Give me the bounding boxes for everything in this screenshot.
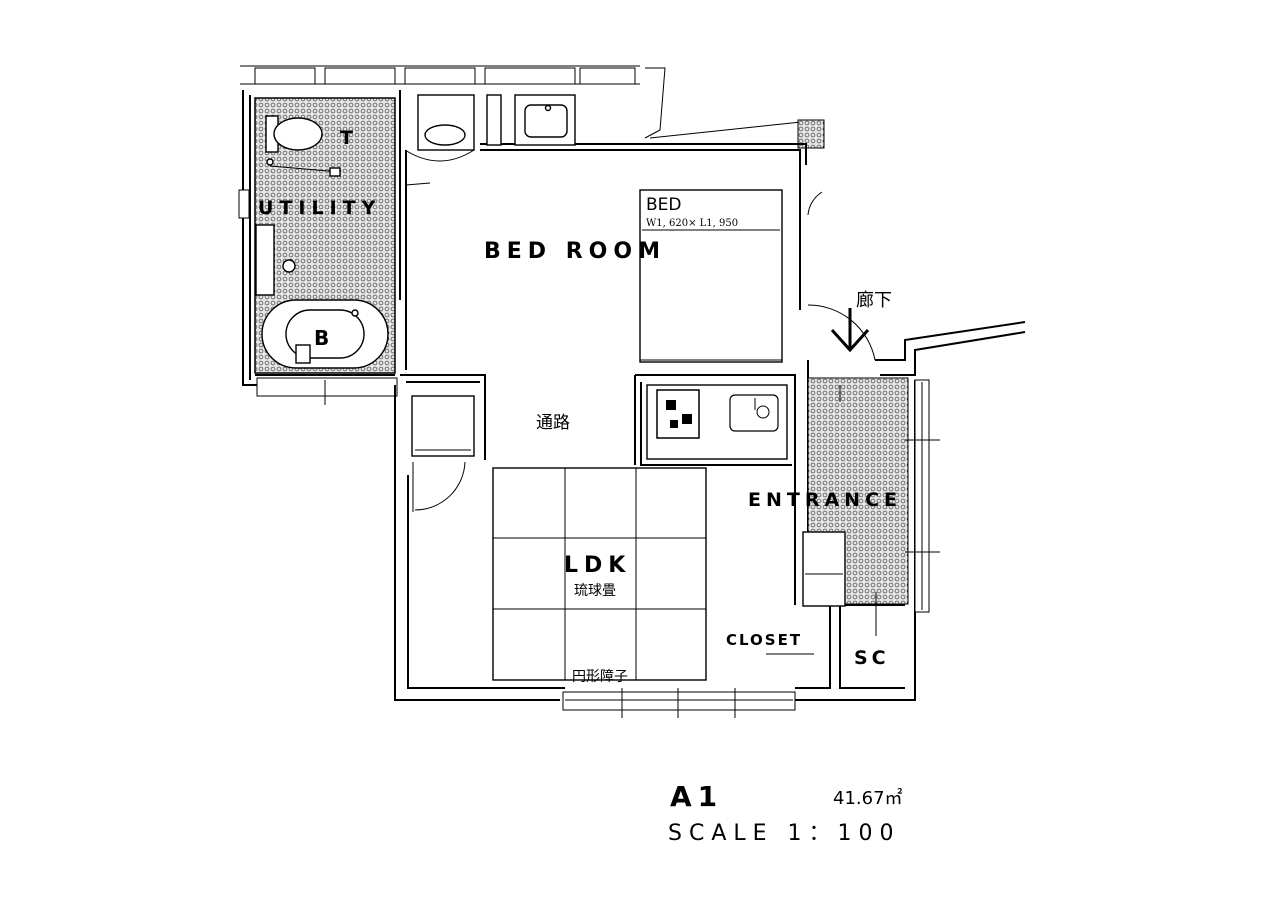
label-bedroom: BED ROOM <box>484 239 666 264</box>
label-bed: BED <box>646 195 682 215</box>
top-fixtures <box>240 65 825 149</box>
stove-icon <box>656 389 700 439</box>
bedroom-top-fixtures <box>404 94 576 186</box>
label-bed-size: W1, 620× L1, 950 <box>646 218 738 229</box>
kitchen-sink-icon <box>729 394 779 432</box>
walls <box>238 90 1026 718</box>
entry-arrow-icon <box>830 308 870 353</box>
bed <box>639 189 783 363</box>
room-labels: UTILITY T B BED ROOM BED W1, 620× L1, 95… <box>258 127 902 685</box>
label-ldk-sub: 琉球畳 <box>574 583 616 599</box>
label-closet: CLOSET <box>726 631 802 649</box>
unit-type: A1 <box>670 780 723 813</box>
bath-window <box>256 377 398 397</box>
unit-info: A1 41.67㎡ SCALE 1：100 <box>668 780 903 846</box>
label-shoji: 円形障子 <box>572 669 628 685</box>
utility-room <box>254 97 396 405</box>
unit-scale: SCALE 1：100 <box>668 821 901 846</box>
label-entrance: ENTRANCE <box>748 489 902 511</box>
label-ldk: LDK <box>564 553 631 578</box>
label-sc: SC <box>854 647 890 669</box>
label-bath: B <box>314 326 329 350</box>
label-corridor: 廊下 <box>856 290 892 311</box>
label-passage: 通路 <box>536 413 570 433</box>
bottom-window <box>562 691 796 711</box>
door-swings <box>412 191 876 512</box>
label-utility: UTILITY <box>258 197 381 219</box>
kitchen <box>646 384 788 460</box>
unit-area: 41.67㎡ <box>833 787 903 809</box>
storage-box <box>411 395 475 457</box>
tatami-grid <box>492 467 707 681</box>
label-toilet: T <box>340 127 353 149</box>
window-left <box>238 189 250 219</box>
entrance-area <box>766 377 940 655</box>
